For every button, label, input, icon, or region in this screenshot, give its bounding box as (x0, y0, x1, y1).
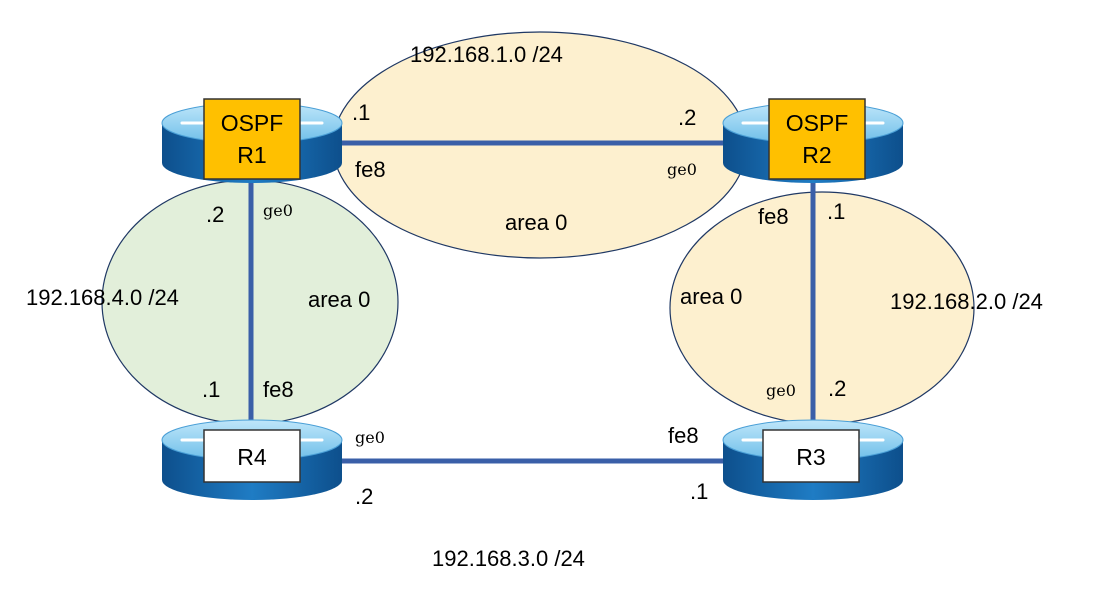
network-label-n3: 192.168.3.0 /24 (432, 546, 585, 571)
r2-r3-r2-host: .1 (827, 199, 845, 224)
router-label-box (203, 429, 301, 483)
r3-r4-r4-if: ge0 (355, 428, 385, 447)
router-arrows-icon (180, 106, 324, 140)
router-label-box (762, 429, 860, 483)
r4-r1-r1-if: ge0 (263, 201, 293, 220)
r1-r2-r2-host: .2 (678, 105, 696, 130)
router-r4[interactable]: R4 (161, 419, 343, 500)
router-r1[interactable]: OSPF R1 (161, 98, 343, 183)
network-label-n1: 192.168.1.0 /24 (410, 42, 563, 67)
router-label-line1: OSPF (786, 110, 849, 136)
router-label-line2: R1 (237, 142, 266, 168)
r3-r4-r4-host: .2 (355, 484, 373, 509)
network-label-n2: 192.168.2.0 /24 (890, 289, 1043, 314)
r1-r2-r1-host: .1 (352, 100, 370, 125)
router-label-line2: R2 (802, 142, 831, 168)
router-r2[interactable]: OSPF R2 (722, 98, 904, 183)
r2-r3-r2-if: fe8 (758, 204, 789, 229)
area-label-top: area 0 (505, 210, 567, 235)
r3-r4-r3-if: fe8 (668, 423, 699, 448)
r2-r3-r3-if: ge0 (766, 381, 796, 400)
router-label: R4 (237, 444, 267, 470)
area-label-left: area 0 (308, 287, 370, 312)
r1-r2-r1-if: fe8 (355, 157, 386, 182)
r4-r1-r1-host: .2 (206, 202, 224, 227)
router-r3[interactable]: R3 (722, 419, 904, 500)
area-label-right: area 0 (680, 284, 742, 309)
r4-r1-r4-host: .1 (202, 377, 220, 402)
network-label-n4: 192.168.4.0 /24 (26, 285, 179, 310)
router-label-line1: OSPF (221, 110, 284, 136)
r2-r3-r3-host: .2 (828, 376, 846, 401)
router-label-box (203, 98, 301, 180)
router-label: R3 (796, 444, 825, 470)
r3-r4-r3-host: .1 (690, 479, 708, 504)
r1-r2-r2-if: ge0 (667, 160, 697, 179)
r4-r1-r4-if: fe8 (263, 377, 294, 402)
router-label-box (768, 98, 866, 180)
router-arrows-icon (741, 106, 885, 140)
